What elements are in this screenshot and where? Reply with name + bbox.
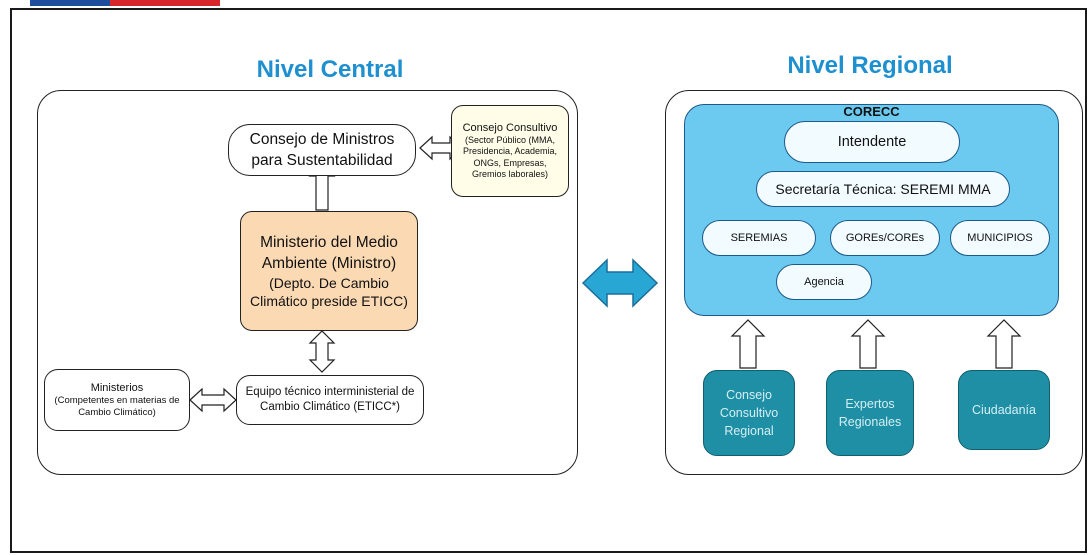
regional-title: Nivel Regional bbox=[787, 52, 953, 79]
consejo-consultivo-node: Consejo Consultivo (Sector Público (MMA,… bbox=[451, 105, 569, 197]
intendente-label: Intendente bbox=[837, 134, 907, 150]
municipios-node: MUNICIPIOS bbox=[950, 220, 1050, 256]
municipios-label: MUNICIPIOS bbox=[967, 232, 1033, 244]
ministerio-label: Ministerio del Medio Ambiente (Ministro) bbox=[260, 234, 398, 272]
agencia-node: Agencia bbox=[776, 264, 872, 300]
secretaria-label: Secretaría Técnica: SEREMI MMA bbox=[775, 181, 991, 197]
consejo-ministros-node: Consejo de Ministros para Sustentabilida… bbox=[228, 124, 416, 176]
secretaria-node: Secretaría Técnica: SEREMI MMA bbox=[756, 171, 1010, 207]
arrow-up-ciudadania bbox=[986, 319, 1022, 369]
ciudadania-node: Ciudadanía bbox=[958, 370, 1050, 450]
equipo-tecnico-node: Equipo técnico interministerial de Cambi… bbox=[236, 375, 424, 425]
equipo-tecnico-label: Equipo técnico interministerial de Cambi… bbox=[245, 386, 415, 413]
arrow-ministerio-equipo bbox=[308, 330, 336, 373]
gores-label: GOREs/COREs bbox=[845, 232, 925, 244]
expertos-node: Expertos Regionales bbox=[826, 370, 914, 456]
logo-bar-blue bbox=[30, 0, 110, 6]
arrow-up-expertos bbox=[850, 319, 886, 369]
ministerios-node: Ministerios (Competentes en materias de … bbox=[44, 369, 190, 431]
consejo-consultivo-detail: (Sector Público (MMA, Presidencia, Acade… bbox=[462, 134, 558, 180]
intendente-node: Intendente bbox=[784, 121, 960, 163]
consejo-regional-node: Consejo Consultivo Regional bbox=[703, 370, 795, 456]
arrow-ministerios-equipo bbox=[189, 387, 237, 413]
expertos-label: Expertos Regionales bbox=[838, 397, 902, 429]
ciudadania-label: Ciudadanía bbox=[972, 403, 1036, 417]
central-title: Nivel Central bbox=[256, 56, 404, 83]
ministerio-detail: (Depto. De Cambio Climático preside ETIC… bbox=[250, 275, 408, 309]
logo-bar-red bbox=[110, 0, 220, 6]
consejo-regional-label: Consejo Consultivo Regional bbox=[719, 388, 779, 438]
ministerio-node: Ministerio del Medio Ambiente (Ministro)… bbox=[240, 211, 418, 331]
corecc-label: CORECC bbox=[843, 104, 900, 119]
arrow-central-regional bbox=[581, 258, 659, 308]
seremias-node: SEREMIAS bbox=[702, 220, 816, 256]
consejo-consultivo-head: Consejo Consultivo bbox=[462, 121, 558, 134]
ministerios-detail: (Competentes en materias de Cambio Climá… bbox=[54, 395, 180, 418]
seremias-label: SEREMIAS bbox=[730, 232, 788, 244]
gores-node: GOREs/COREs bbox=[830, 220, 940, 256]
consejo-ministros-label: Consejo de Ministros para Sustentabilida… bbox=[249, 131, 395, 169]
arrow-up-consejo-regional bbox=[730, 319, 766, 369]
agencia-label: Agencia bbox=[804, 276, 844, 288]
ministerios-head: Ministerios bbox=[90, 382, 144, 394]
